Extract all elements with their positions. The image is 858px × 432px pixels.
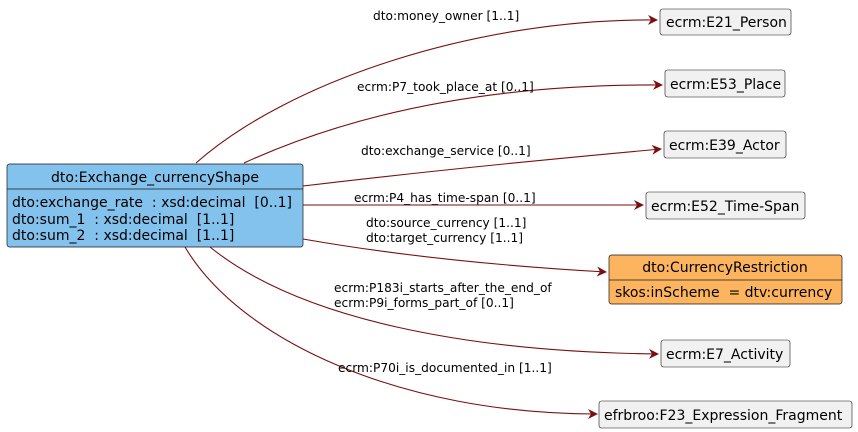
edge-label-documented-in: ecrm:P70i_is_documented_in [1..1]	[338, 361, 552, 375]
node-label-actor: ecrm:E39_Actor	[669, 138, 780, 154]
attr-sum-2: dto:sum_2 : xsd:decimal [1..1]	[12, 228, 234, 244]
attr-exchange-rate: dto:exchange_rate : xsd:decimal [0..1]	[12, 195, 292, 211]
edge-documented-in: ecrm:P70i_is_documented_in [1..1]	[184, 246, 598, 419]
node-e39-actor[interactable]: ecrm:E39_Actor	[663, 130, 787, 159]
edge-took-place-at: ecrm:P7_took_place_at [0..1]	[243, 79, 663, 164]
edge-has-time-span: ecrm:P4_has_time-span [0..1]	[303, 191, 644, 210]
attr-sum-1: dto:sum_1 : xsd:decimal [1..1]	[12, 212, 234, 228]
edge-label-has-time-span: ecrm:P4_has_time-span [0..1]	[354, 191, 536, 205]
attr-in-scheme: skos:inScheme = dtv:currency	[615, 285, 832, 301]
node-label-place: ecrm:E53_Place	[670, 77, 781, 93]
edge-money-owner: dto:money_owner [1..1]	[195, 9, 658, 164]
edge-exchange-service: dto:exchange_service [0..1]	[302, 144, 662, 187]
edge-label-took-place-at: ecrm:P7_took_place_at [0..1]	[357, 80, 534, 94]
node-currency-restriction[interactable]: dto:CurrencyRestriction skos:inScheme = …	[608, 254, 843, 305]
edge-label-starts-after: ecrm:P183i_starts_after_the_end_of	[334, 281, 552, 295]
edge-label-money-owner: dto:money_owner [1..1]	[373, 9, 519, 23]
edge-label-target-currency: dto:target_currency [1..1]	[366, 231, 523, 245]
node-label-person: ecrm:E21_Person	[666, 15, 787, 31]
node-f23-expression-fragment[interactable]: efrbroo:F23_Expression_Fragment	[598, 400, 853, 429]
node-e7-activity[interactable]: ecrm:E7_Activity	[660, 339, 791, 368]
node-label-expression-fragment: efrbroo:F23_Expression_Fragment	[604, 408, 843, 424]
node-label-activity: ecrm:E7_Activity	[666, 347, 783, 363]
edge-label-source-currency: dto:source_currency [1..1]	[366, 216, 526, 230]
main-shape-title: dto:Exchange_currencyShape	[51, 170, 259, 186]
edge-label-exchange-service: dto:exchange_service [0..1]	[361, 144, 531, 158]
edge-label-forms-part-of: ecrm:P9i_forms_part_of [0..1]	[334, 296, 514, 310]
main-shape-node[interactable]: dto:Exchange_currencyShape dto:exchange_…	[6, 163, 304, 248]
edge-activity: ecrm:P183i_starts_after_the_end_of ecrm:…	[209, 246, 659, 359]
node-label-currency-restriction: dto:CurrencyRestriction	[642, 260, 807, 276]
node-e53-place[interactable]: ecrm:E53_Place	[664, 69, 786, 98]
edge-currency: dto:source_currency [1..1] dto:target_cu…	[302, 216, 607, 277]
node-e52-time-span[interactable]: ecrm:E52_Time-Span	[645, 191, 806, 220]
node-e21-person[interactable]: ecrm:E21_Person	[659, 8, 792, 36]
node-label-time-span: ecrm:E52_Time-Span	[651, 199, 799, 215]
